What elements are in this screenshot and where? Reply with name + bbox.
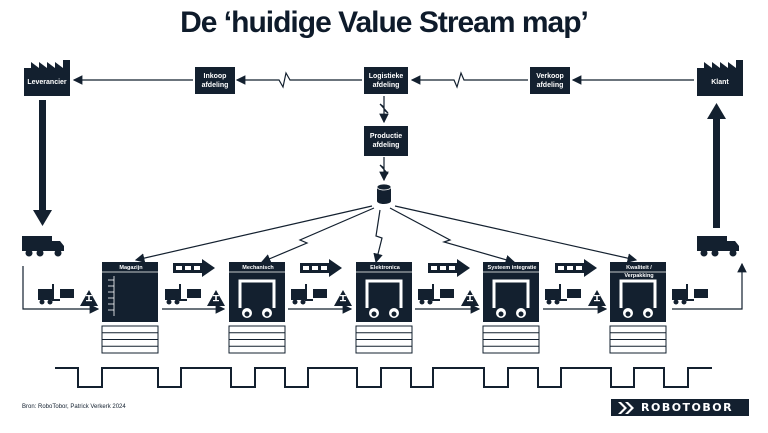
source-credit: Bron: RoboTobor, Patrick Verkerk 2024 (22, 404, 126, 410)
process-label-warehouse: Magazijn (119, 265, 143, 271)
forklift-icon (672, 284, 708, 305)
material-flow (22, 262, 747, 314)
inventory (80, 290, 606, 306)
robotobor-logo: ROBOTOBOR (611, 399, 749, 416)
inventory-triangle-icon (588, 290, 606, 306)
data-box (355, 325, 413, 354)
process-box (102, 262, 158, 322)
process-box (483, 262, 539, 322)
logo-text: ROBOTOBOR (641, 401, 734, 414)
forklift-icon (38, 284, 74, 305)
process-label-integration: Systeem integratie (487, 265, 537, 271)
forklifts (38, 284, 708, 305)
shipment-arrow-down (33, 100, 52, 226)
process-box (229, 262, 285, 322)
process-label-quality: Kwaliteit / Verpakking (624, 265, 654, 279)
forklift-icon (165, 284, 201, 305)
logo-mark-icon (618, 401, 634, 414)
process-label-mechanical: Mechanisch (242, 265, 274, 271)
data-box (228, 325, 286, 354)
info-flow (72, 71, 694, 265)
process-label-electronics: Elektronica (370, 265, 400, 271)
push-arrows (173, 259, 597, 277)
database-icon (376, 183, 392, 204)
supplier-label: Leverancier (27, 78, 67, 86)
logistics-box: Logistieke afdeling (364, 67, 408, 94)
purchasing-box: Inkoop afdeling (195, 67, 235, 94)
process-box (610, 262, 666, 322)
page-title: De ‘huidige Value Stream map’ (180, 6, 589, 39)
sales-box: Verkoop afdeling (530, 67, 570, 94)
inventory-triangle-icon (207, 290, 225, 306)
forklift-icon (291, 284, 327, 305)
data-box (101, 325, 159, 354)
process-box (356, 262, 412, 322)
push-arrow-icon (173, 259, 215, 277)
truck-icon (697, 236, 739, 257)
truck-icon (22, 236, 64, 257)
inventory-triangle-icon (461, 290, 479, 306)
shipment-arrow-up (707, 103, 726, 228)
customer-label: Klant (711, 78, 729, 86)
inventory-triangle-icon (334, 290, 352, 306)
push-arrow-icon (555, 259, 597, 277)
production-box: Productie afdeling (364, 126, 408, 156)
supplier-factory-icon (24, 60, 70, 96)
forklift-icon (545, 284, 581, 305)
push-arrow-icon (300, 259, 342, 277)
data-box (482, 325, 540, 354)
process-boxes (101, 262, 667, 354)
inventory-triangle-icon (80, 290, 98, 306)
timeline (55, 367, 712, 388)
forklift-icon (418, 284, 454, 305)
data-box (609, 325, 667, 354)
push-arrow-icon (428, 259, 470, 277)
customer-factory-icon (697, 60, 743, 96)
